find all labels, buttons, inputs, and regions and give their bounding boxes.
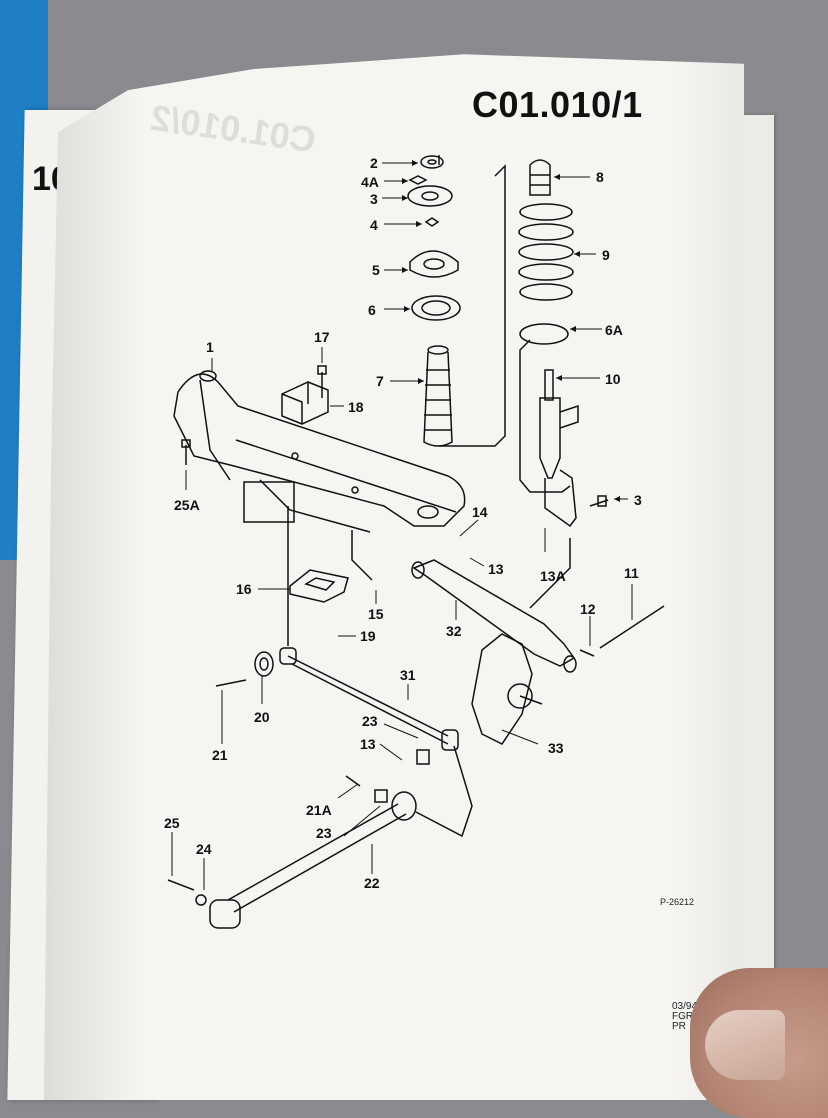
figure-reference: P-26212 [660, 897, 695, 907]
part-3-plate [407, 185, 453, 207]
part-10-strut [539, 369, 579, 528]
callout-labels: 2 4A 3 4 5 6 7 8 9 6A 10 3 1 17 18 25A 1… [164, 155, 642, 891]
callout-25A: 25A [174, 497, 200, 513]
callout-25: 25 [164, 815, 180, 831]
part-7-dust-boot [423, 345, 453, 447]
callout-33: 33 [548, 740, 564, 756]
date-line: FGR [672, 1011, 694, 1022]
part-23-clip-upper [416, 749, 430, 765]
callout-15: 15 [368, 606, 384, 622]
callout-3-bolt: 3 [634, 492, 642, 508]
callout-13-lower: 13 [360, 736, 376, 752]
date-line: PR [672, 1021, 686, 1032]
callout-13: 13 [488, 561, 504, 577]
part-4-nut [424, 217, 440, 227]
callout-5: 5 [372, 262, 380, 278]
part-31-link [279, 647, 459, 751]
thumbnail-nail [705, 1010, 785, 1080]
part-6A-seat [519, 323, 569, 345]
part-4A-nut [408, 175, 428, 185]
part-8-bump-stop [529, 159, 551, 196]
callout-31: 31 [400, 667, 416, 683]
part-3-bolt [589, 499, 609, 507]
callout-24: 24 [196, 841, 212, 857]
callout-16: 16 [236, 581, 252, 597]
crossmember-bracket [243, 481, 295, 523]
page-stack-edge [740, 115, 774, 1090]
callout-19: 19 [360, 628, 376, 644]
callout-9: 9 [602, 247, 610, 263]
part-33-knuckle [471, 633, 543, 745]
callout-1: 1 [206, 339, 214, 355]
date-stamp: 03/94 FGR PR [672, 1002, 697, 1032]
part-9-coil-spring [518, 203, 574, 301]
callout-13A: 13A [540, 568, 566, 584]
part-2-washer [420, 155, 444, 169]
callout-21A: 21A [306, 802, 332, 818]
date-line: 03/94 [672, 1001, 698, 1012]
part-24-washer [195, 894, 207, 906]
part-25-bolt [167, 879, 195, 891]
callout-20: 20 [254, 709, 270, 725]
callout-32: 32 [446, 623, 462, 639]
callout-23-lower: 23 [316, 825, 332, 841]
part-1-crossmember [173, 370, 466, 533]
part-5-mount [409, 250, 459, 278]
callout-7: 7 [376, 373, 384, 389]
callout-18: 18 [348, 399, 364, 415]
callout-8: 8 [596, 169, 604, 185]
part-22-arm [209, 791, 417, 929]
part-11-bolt [599, 605, 665, 649]
part-21-bolt [215, 679, 247, 687]
part-20-bushing [254, 651, 274, 677]
callout-4A: 4A [361, 174, 379, 190]
callout-14: 14 [472, 504, 488, 520]
callout-3: 3 [370, 191, 378, 207]
part-23-clip [374, 789, 388, 803]
callout-6: 6 [368, 302, 376, 318]
callout-6A: 6A [605, 322, 623, 338]
part-12-washer [579, 649, 595, 657]
callout-2: 2 [370, 155, 378, 171]
callout-12: 12 [580, 601, 596, 617]
part-32-arm [411, 559, 577, 673]
callout-10: 10 [605, 371, 621, 387]
callout-22: 22 [364, 875, 380, 891]
callout-21: 21 [212, 747, 228, 763]
part-16-pad [289, 569, 349, 603]
callout-11: 11 [624, 565, 639, 581]
part-18-bushing [281, 381, 329, 425]
section-code: C01.010/1 [472, 84, 643, 125]
callout-23: 23 [362, 713, 378, 729]
part-6-seat [411, 295, 461, 321]
callout-17: 17 [314, 329, 330, 345]
manual-page [44, 54, 744, 1100]
callout-4: 4 [370, 217, 378, 233]
